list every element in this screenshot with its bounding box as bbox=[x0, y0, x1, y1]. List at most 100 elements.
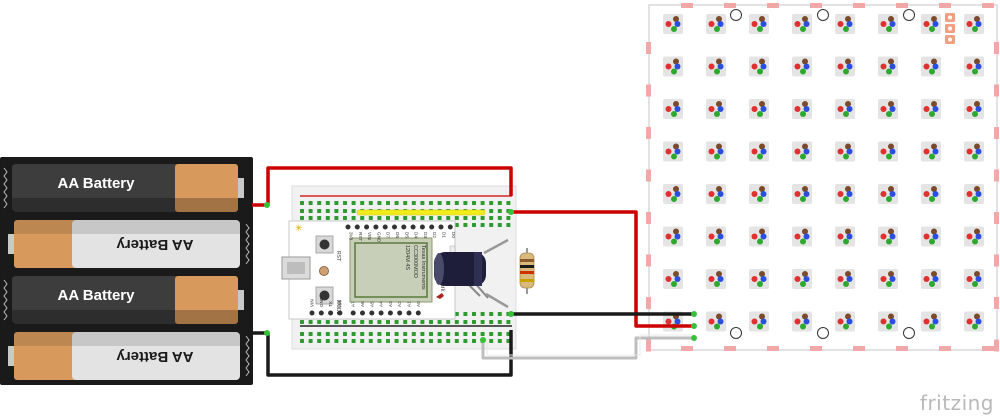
led-die bbox=[889, 276, 896, 282]
led-matrix bbox=[646, 3, 999, 352]
breadboard-hole bbox=[454, 312, 459, 316]
led-die bbox=[931, 143, 937, 150]
led-pixel bbox=[663, 99, 683, 119]
breadboard-hole bbox=[497, 339, 502, 343]
led-pixel bbox=[792, 56, 812, 77]
breadboard-hole bbox=[308, 209, 313, 213]
spark-pin bbox=[387, 310, 393, 316]
led-die bbox=[931, 186, 937, 192]
breadboard-hole bbox=[351, 216, 356, 220]
led-die bbox=[845, 101, 851, 107]
edge-pad bbox=[646, 212, 651, 224]
led-die bbox=[889, 21, 896, 27]
led-die bbox=[845, 271, 851, 277]
edge-pad bbox=[994, 127, 999, 139]
breadboard-hole bbox=[429, 332, 433, 336]
led-die bbox=[714, 111, 720, 117]
edge-pad bbox=[994, 254, 999, 267]
edge-pad bbox=[724, 3, 736, 8]
spark-pin bbox=[447, 224, 453, 230]
led-pixel bbox=[964, 269, 984, 289]
edge-pad bbox=[681, 3, 693, 8]
led-die bbox=[975, 276, 982, 282]
led-die bbox=[757, 111, 763, 117]
led-die bbox=[837, 21, 844, 27]
matrix-pixels bbox=[663, 14, 984, 332]
breadboard-hole bbox=[386, 201, 390, 205]
capacitor-body bbox=[434, 252, 486, 286]
breadboard-hole bbox=[300, 216, 304, 220]
spark-pin bbox=[401, 224, 407, 230]
led-die bbox=[966, 318, 973, 325]
led-die bbox=[760, 191, 767, 197]
breadboard-hole bbox=[394, 216, 399, 220]
wires bbox=[252, 166, 697, 377]
spark-pin-label: D1 bbox=[442, 232, 447, 238]
battery-spring bbox=[245, 223, 250, 265]
spark-pin-label: A3 bbox=[388, 301, 393, 307]
breadboard-hole bbox=[317, 320, 322, 324]
led-die bbox=[880, 106, 887, 112]
led-die bbox=[889, 318, 896, 325]
led-die bbox=[975, 191, 982, 197]
ti-logo-icon bbox=[436, 293, 444, 299]
led-pixel bbox=[792, 99, 812, 119]
led-die bbox=[929, 323, 935, 330]
chip-text-line: 1204M 4S bbox=[404, 245, 410, 270]
wire-end bbox=[691, 335, 697, 341]
chip-text-line: Texas Instruments bbox=[420, 245, 426, 290]
breadboard-hole bbox=[325, 201, 330, 205]
mount-hole bbox=[817, 9, 829, 21]
led-die bbox=[671, 238, 677, 245]
led-die bbox=[760, 276, 767, 282]
led-pixel bbox=[663, 184, 683, 204]
mode-button[interactable] bbox=[319, 290, 330, 301]
led-pixel bbox=[835, 226, 855, 247]
spark-pin bbox=[364, 224, 370, 230]
cell-shadow bbox=[14, 332, 240, 346]
led-die bbox=[671, 26, 677, 32]
led-die bbox=[757, 153, 763, 160]
breadboard-hole bbox=[489, 339, 494, 343]
breadboard-hole bbox=[360, 332, 365, 336]
led-die bbox=[931, 271, 937, 277]
led-pixel bbox=[878, 99, 898, 119]
led-die bbox=[800, 153, 806, 160]
breadboard-hole bbox=[463, 320, 468, 324]
led-die bbox=[843, 196, 849, 202]
edge-pad bbox=[994, 297, 999, 309]
led-die bbox=[974, 143, 980, 150]
led-die bbox=[714, 153, 720, 160]
breadboard-hole bbox=[394, 332, 399, 336]
edge-pad bbox=[646, 42, 651, 54]
spark-pin-label: GND bbox=[319, 296, 324, 307]
led-die bbox=[966, 148, 973, 155]
capacitor bbox=[434, 252, 489, 299]
led-pixel bbox=[706, 99, 726, 119]
breadboard-hole bbox=[403, 332, 408, 336]
spark-pin-label: TX bbox=[328, 301, 333, 307]
breadboard-hole bbox=[300, 201, 304, 205]
led-die bbox=[794, 276, 801, 282]
led-pixel bbox=[921, 311, 941, 332]
led-die bbox=[923, 148, 930, 155]
led-die bbox=[975, 21, 982, 27]
led-die bbox=[708, 63, 715, 70]
breadboard-hole bbox=[472, 312, 476, 316]
battery-holder bbox=[0, 157, 253, 385]
led-die bbox=[803, 63, 810, 70]
led-die bbox=[673, 271, 679, 277]
breadboard-hole bbox=[497, 216, 502, 220]
led-pixel bbox=[878, 269, 898, 289]
led-die bbox=[751, 233, 758, 240]
rst-button[interactable] bbox=[319, 239, 330, 250]
led-die bbox=[800, 196, 806, 202]
led-die bbox=[843, 26, 849, 32]
led-die bbox=[800, 26, 806, 32]
edge-pad bbox=[646, 169, 651, 182]
led-die bbox=[889, 233, 896, 240]
spark-pin-label: A7 bbox=[351, 301, 356, 307]
led-die bbox=[717, 191, 724, 197]
led-die bbox=[717, 148, 724, 155]
